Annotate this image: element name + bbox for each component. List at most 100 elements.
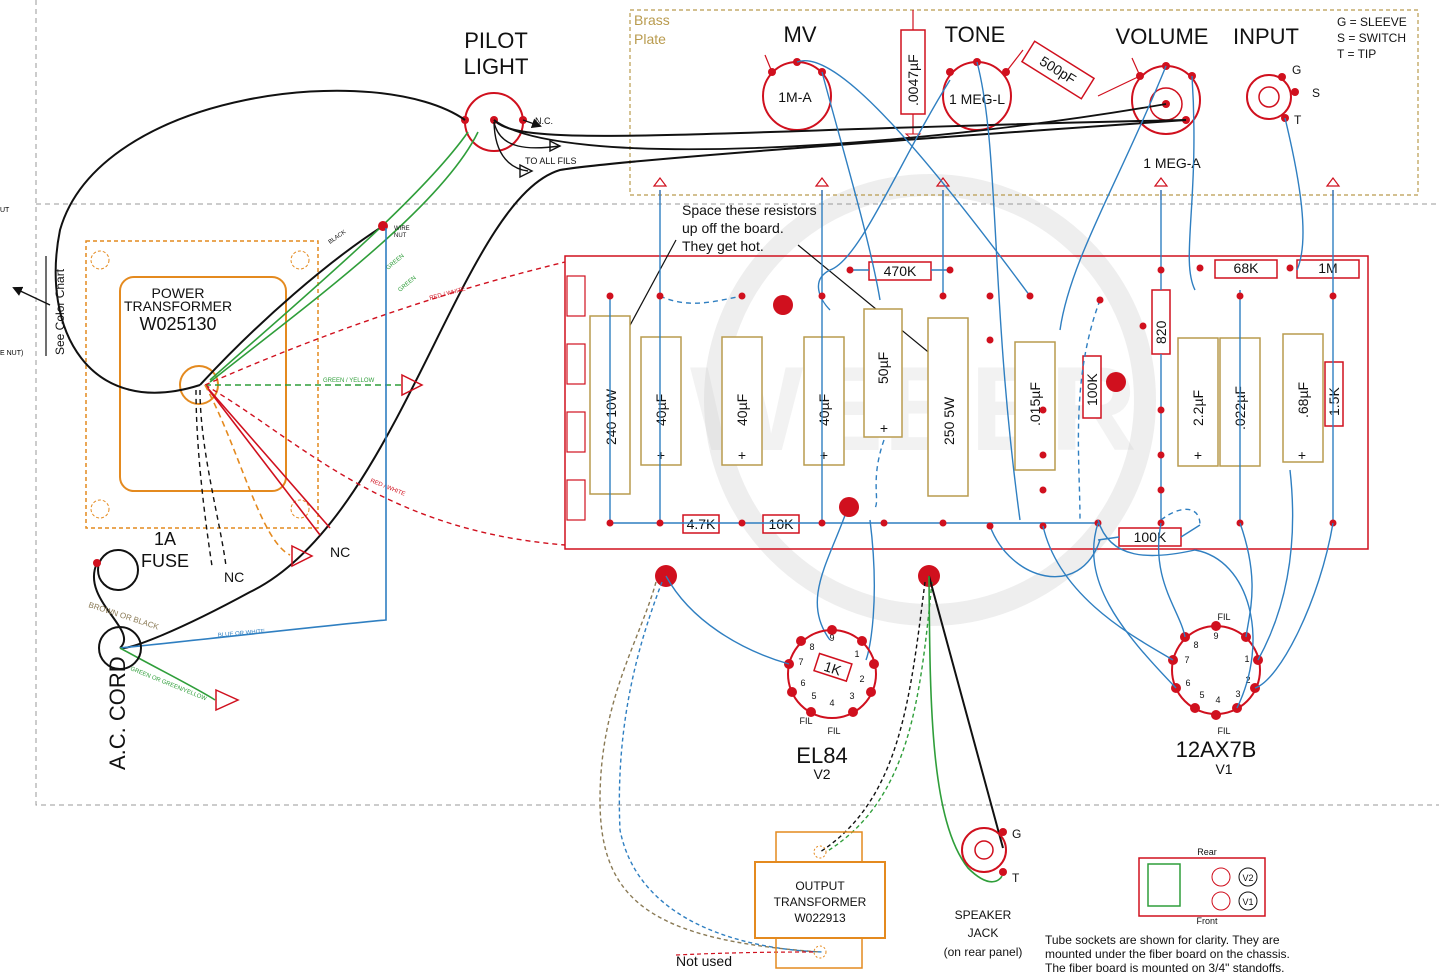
cap-50uf-label: 50µF xyxy=(875,352,891,384)
mount-hole xyxy=(90,250,110,270)
pin-7: 7 xyxy=(1184,655,1189,665)
ground-eyelet-large xyxy=(1106,372,1126,392)
not-used-label: Not used xyxy=(676,953,732,969)
el84-fil-1: FIL xyxy=(799,716,812,726)
tube-note-3: The fiber board is mounted on 3/4" stand… xyxy=(1045,961,1285,975)
resistor-100k-mid xyxy=(1082,355,1102,419)
pin-2: 2 xyxy=(859,674,864,684)
power-transformer-body xyxy=(119,276,287,492)
watermark-text: WEBER xyxy=(690,342,1137,476)
cap-40uf-1 xyxy=(640,336,682,466)
plus-mark: + xyxy=(1194,447,1202,463)
pilot-light-label-1: PILOT xyxy=(464,28,528,53)
resistor-4-7k-label: 4.7K xyxy=(687,516,716,532)
mv-label: MV xyxy=(784,22,817,47)
fil-arrow-1 xyxy=(549,139,562,153)
cap-0047-label: .0047µF xyxy=(905,54,921,106)
solder-point xyxy=(999,828,1007,836)
resistor-100k-mid-label: 100K xyxy=(1084,373,1100,406)
legend-line-1: G = SLEEVE xyxy=(1337,15,1407,29)
resistor-820-label: 820 xyxy=(1153,320,1169,344)
wire-label-red-white: RED / WHITE xyxy=(429,287,466,302)
ground-eyelet-large xyxy=(773,295,793,315)
ground-tab xyxy=(1131,57,1141,77)
pot-tone: TONE 1 MEG-L xyxy=(942,22,1012,131)
resistor-10k xyxy=(762,514,800,534)
fuse-label-2: FUSE xyxy=(141,551,189,571)
ground-eyelet-large xyxy=(839,497,859,517)
board-bus-wires xyxy=(609,60,1334,661)
edge-resistor xyxy=(566,479,586,521)
green-wire-ot xyxy=(825,581,933,853)
black-wire-ot xyxy=(819,581,926,853)
resistor-470k xyxy=(868,261,932,281)
power-transformer-label-3: W025130 xyxy=(139,314,216,334)
layout-transformer xyxy=(1147,863,1181,907)
plus-mark: + xyxy=(738,447,746,463)
pin-9: 9 xyxy=(1213,631,1218,641)
pilot-light-label-2: LIGHT xyxy=(464,54,529,79)
mount-hole xyxy=(90,499,110,519)
speaker-t-label: T xyxy=(1012,871,1020,885)
input-label: INPUT xyxy=(1233,24,1299,49)
fuse-holder xyxy=(97,549,139,591)
ac-cord-label: A.C. CORD xyxy=(105,656,130,770)
brass-plate-label-2: Plate xyxy=(634,31,666,47)
red-wire-unused xyxy=(599,581,821,953)
cap-40uf-1-label: 40µF xyxy=(653,394,669,426)
12ax7-label: 12AX7B xyxy=(1176,737,1257,762)
tube-note-2: mounted under the fiber board on the cha… xyxy=(1045,947,1290,961)
cap-500pf: 500pF xyxy=(1020,40,1096,100)
speaker-g-label: G xyxy=(1012,827,1021,841)
layout-pot xyxy=(1211,891,1231,911)
pot-mv: MV 1M-A xyxy=(762,22,832,131)
fil-lead-2 xyxy=(493,121,529,172)
ot-lead-hole xyxy=(813,945,827,959)
ground-arrow-green-yellow xyxy=(401,373,424,397)
resistor-250-label: 250 5W xyxy=(941,396,957,445)
ot-lead-hole xyxy=(813,845,827,859)
tone-label: TONE xyxy=(945,22,1006,47)
ot-label-1: OUTPUT xyxy=(795,879,845,893)
solder-point xyxy=(1291,88,1299,96)
layout-v2 xyxy=(1238,867,1258,887)
speaker-jack-label-3: (on rear panel) xyxy=(944,945,1023,959)
resistor-1k xyxy=(813,652,853,683)
cap-015uf-label: .015µF xyxy=(1027,382,1043,426)
fil-arrow-2 xyxy=(519,163,534,179)
layout-v1-label: V1 xyxy=(1242,897,1253,907)
pin-1: 1 xyxy=(1244,654,1249,664)
power-transformer-mounting xyxy=(85,240,319,529)
board-components: 240 10W 40µF + 40µF + 40µF + 50µF + 250 … xyxy=(589,308,1324,497)
note-line-1: Space these resistors xyxy=(682,202,817,218)
ac-cord-grommet xyxy=(98,626,142,670)
wire-label-green-or-gy: GREEN OR GREEN/YELLOW xyxy=(129,666,207,702)
input-g-label: G xyxy=(1292,63,1301,77)
input-t-label: T xyxy=(1294,113,1302,127)
speaker-jack-body xyxy=(961,827,1007,873)
speaker-jack-label-2: JACK xyxy=(968,926,999,940)
board-dashed-wires xyxy=(659,295,1201,526)
resistor-1-5k-label: 1.5K xyxy=(1326,387,1342,416)
cap-lead xyxy=(1005,49,1024,73)
ot-label-2: TRANSFORMER xyxy=(774,895,867,909)
cap-500pf-body xyxy=(1020,40,1096,100)
color-chart-arrow xyxy=(12,286,51,306)
plus-mark: + xyxy=(1298,447,1306,463)
wire-label-blue-white: BLUE OR WHITE xyxy=(218,629,266,639)
resistor-1-5k xyxy=(1324,361,1344,427)
pin-5: 5 xyxy=(1199,690,1204,700)
edge-fragment-2: E NUT) xyxy=(0,350,23,357)
cap-50uf xyxy=(863,308,903,438)
pin-3: 3 xyxy=(1235,689,1240,699)
12ax7-fil-top: FIL xyxy=(1217,612,1230,622)
ground-tab xyxy=(764,54,773,73)
layout-v1 xyxy=(1238,891,1258,911)
brass-plate-label-1: Brass xyxy=(634,12,670,28)
layout-pot xyxy=(1211,867,1231,887)
cap-2-2uf xyxy=(1177,337,1219,467)
mount-hole xyxy=(290,250,310,270)
12ax7-fil-bottom: FIL xyxy=(1217,726,1230,736)
mount-hole xyxy=(290,499,310,519)
unused-lead xyxy=(675,951,816,956)
